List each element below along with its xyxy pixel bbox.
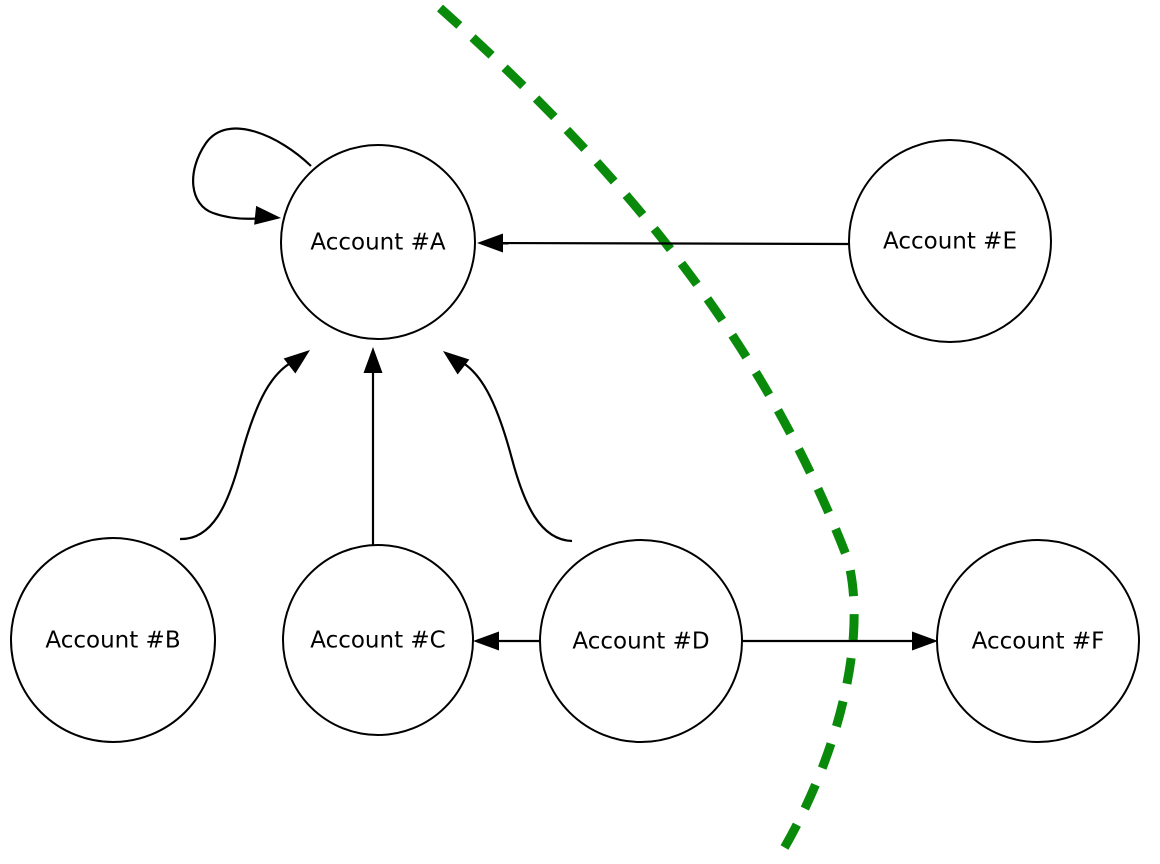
node-circle-a[interactable] [280,144,476,340]
arrowhead-B-A [283,350,310,374]
edge-line-D-to-A [457,359,573,543]
node-circle-b[interactable] [10,537,216,743]
edge-D-C[interactable] [473,631,541,651]
edge-D-A[interactable] [437,344,573,543]
node-account-c[interactable]: Account #C [282,544,474,736]
node-account-a[interactable]: Account #A [280,144,476,340]
node-label-d: Account #D [572,629,709,655]
arrowhead-D-C [473,631,499,651]
node-account-f[interactable]: Account #F [936,539,1140,743]
node-circle-c[interactable] [282,544,474,736]
node-circle-d[interactable] [539,539,743,743]
arrowhead-E-A [477,233,503,253]
arrowhead-D-A [443,351,470,375]
edge-line-E-to-A [493,241,850,246]
node-label-c: Account #C [310,628,446,654]
node-account-d[interactable]: Account #D [539,539,743,743]
edge-B-A[interactable] [179,343,316,541]
edge-C-A[interactable] [363,347,383,545]
node-label-b: Account #B [45,628,180,654]
node-circle-e[interactable] [848,139,1052,343]
node-circle-f[interactable] [936,539,1140,743]
arrowhead-D-F [912,631,938,651]
node-label-a: Account #A [310,230,445,256]
edge-line-B-to-A [179,359,297,541]
arrowhead-A-A [254,205,281,225]
boundary-group [437,4,859,864]
edge-A-A[interactable] [192,127,312,228]
nodes-group: Account #A Account #B Account #C Account… [10,139,1140,743]
edges-group [179,127,938,651]
edge-D-F[interactable] [743,631,938,651]
node-account-b[interactable]: Account #B [10,537,216,743]
boundary-dashed-arc [437,4,859,864]
node-label-f: Account #F [972,629,1105,655]
node-account-e[interactable]: Account #E [848,139,1052,343]
edge-E-A[interactable] [477,233,850,253]
arrowhead-C-A [363,347,383,373]
node-label-e: Account #E [883,229,1017,255]
edge-line-self-loop-A [192,127,312,220]
